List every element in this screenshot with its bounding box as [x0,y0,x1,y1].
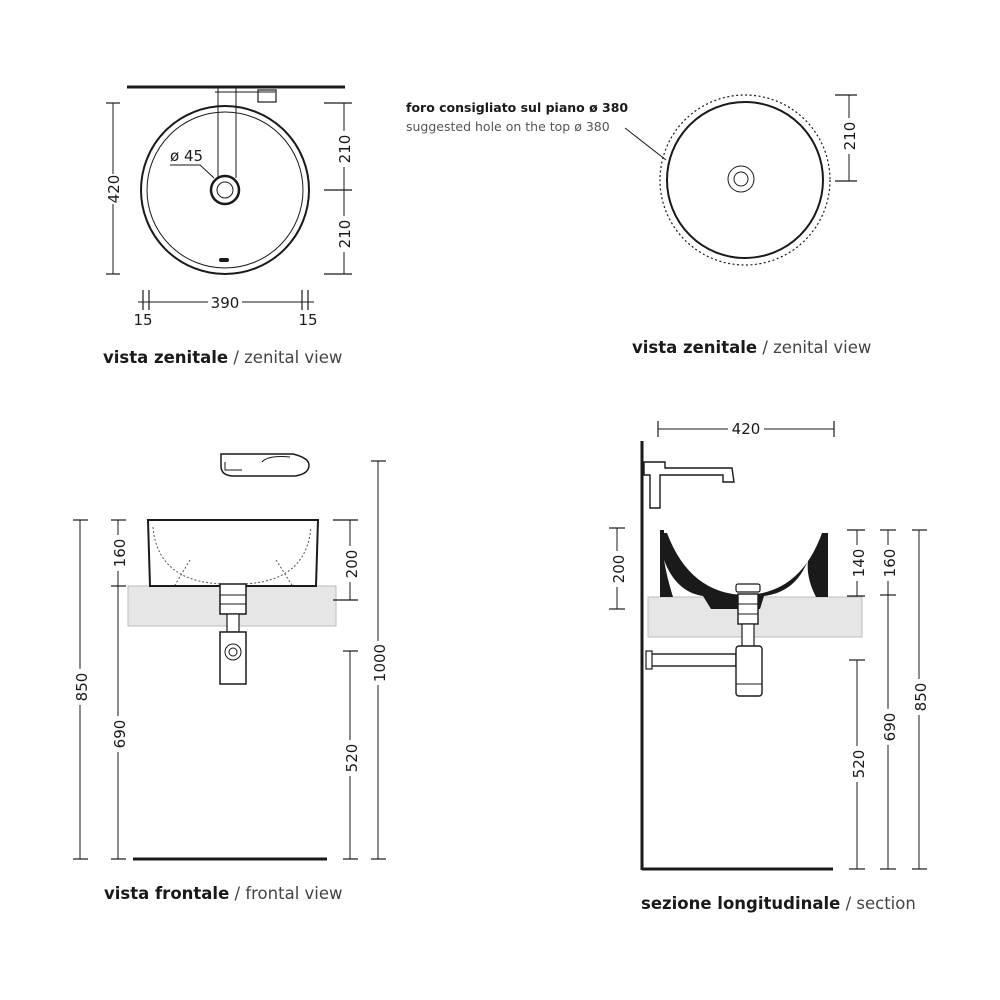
counter-height-label-section: 690 [881,713,899,742]
drain-height-label-section: 520 [850,750,868,779]
basin-total-dimension: 200 [333,519,361,601]
margin-left-label: 15 [133,311,152,329]
floor-to-top-dimension: 850 [71,519,91,860]
drain-inner [733,171,749,187]
overflow-slot [219,258,229,262]
counter-height-label: 690 [111,720,129,749]
basin-outer-rim [140,105,310,275]
height-dimension: 420 [104,102,123,275]
drain-plug [735,583,761,593]
basin-front [146,519,320,587]
wall-tap-section [643,461,735,509]
bottle-trap-section [735,645,763,697]
half-label: 210 [841,122,859,151]
zenital-view-hole-panel: foro consigliato sul piano ø 380 suggest… [406,94,871,357]
half-bottom-label: 210 [336,220,354,249]
drain-inner [216,181,234,199]
floor-top-label-section: 850 [912,683,930,712]
wall-tap-front [220,453,310,477]
diameter-leader [170,164,215,179]
drain-pipe-section [737,593,759,625]
depth-label: 420 [732,420,761,438]
tap-spout-plan [217,88,237,178]
section-panel: 420 200 140 520 1 [608,419,930,913]
note-leader [624,127,667,161]
tap-height-label: 1000 [371,644,389,682]
basin-total-label-section: 200 [610,555,628,584]
tap-lever-plan [257,89,277,103]
caption-section: sezione longitudinale / section [641,894,916,913]
inner-depth-dimension: 140 [847,529,868,597]
half-dimension: 210 [835,94,859,182]
width-dimension: 390 15 15 [133,290,318,329]
caption-zenital-1: vista zenitale / zenital view [103,348,342,367]
depth-dimension: 420 [657,419,835,438]
diameter-label: ø 45 [170,147,203,165]
basin-rim [666,101,824,259]
basin-cavity [667,533,822,595]
drain-height-dimension-section: 520 [848,659,868,870]
height-label: 420 [105,175,123,204]
caption-frontal: vista frontale / frontal view [104,884,343,903]
inner-depth-label: 140 [850,549,868,578]
basin-total-label: 200 [343,550,361,579]
drain-outer [209,174,241,206]
drain-height-label: 520 [343,744,361,773]
drain-fitting [219,583,247,615]
waste-pipe [649,653,737,667]
tap-height-dimension: 1000 [369,460,389,860]
basin-height-label: 160 [111,539,129,568]
width-label: 390 [211,294,240,312]
half-dimensions: 210 210 [324,102,354,275]
floor-top-label: 850 [73,673,91,702]
half-top-label: 210 [336,135,354,164]
basin-total-dimension-section: 200 [608,527,628,610]
bottle-trap [219,631,247,685]
counter-height-dimension-section: 160 690 [879,529,899,870]
drain-outer [727,165,755,193]
floor-to-top-dimension-section: 850 [910,529,930,870]
note-english: suggested hole on the top ø 380 [406,119,610,134]
basin-inner-rim [146,111,304,269]
caption-zenital-2: vista zenitale / zenital view [632,338,871,357]
zenital-view-tap-panel: ø 45 420 210 210 390 15 [103,85,354,367]
frontal-view-panel: 850 160 690 200 520 [71,453,389,903]
counter-height-dimension: 160 690 [109,519,129,860]
basin-height-label-section: 160 [881,549,899,578]
suggested-hole-outline [659,94,831,266]
note-italian: foro consigliato sul piano ø 380 [406,100,628,115]
margin-right-label: 15 [298,311,317,329]
drain-height-dimension: 520 [341,650,361,860]
